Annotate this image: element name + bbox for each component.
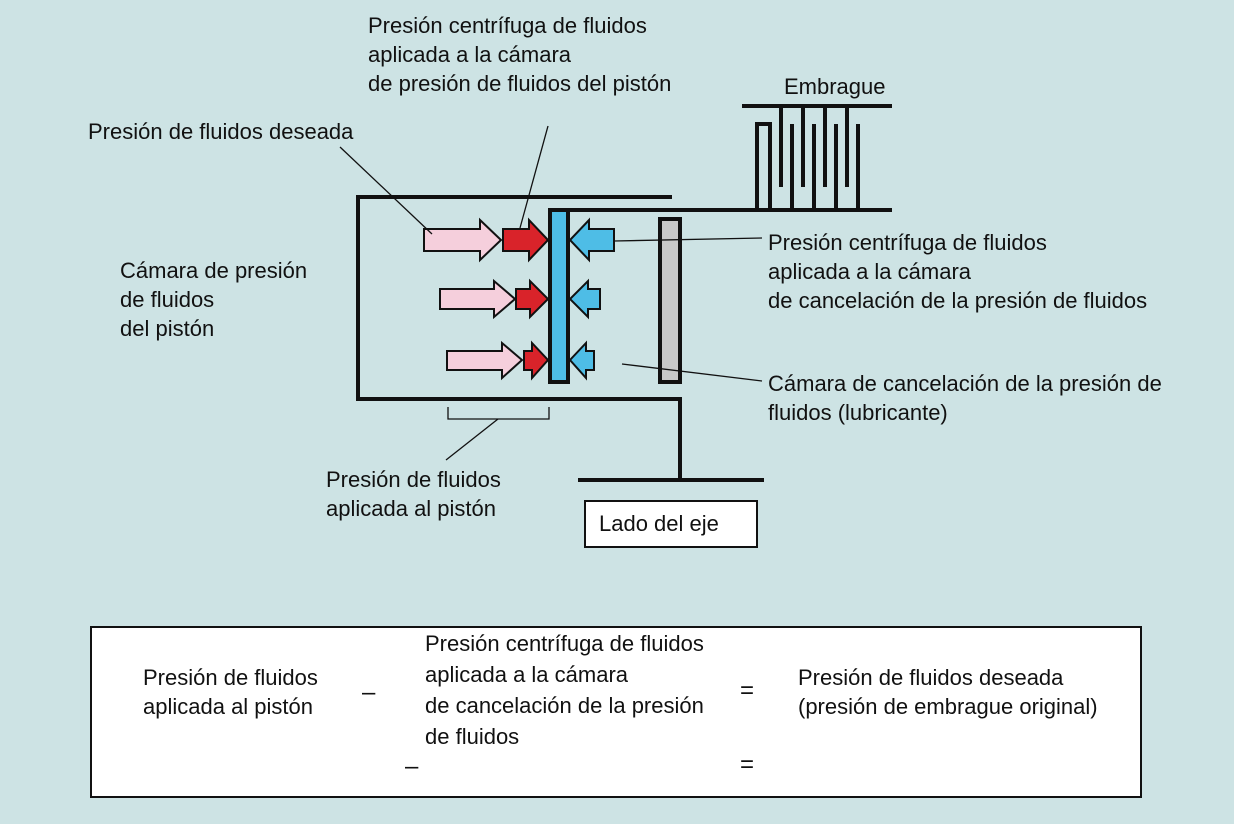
label-clutch: Embrague — [784, 74, 886, 99]
equation-term-centrifugal: Presión centrífuga de fluidos aplicada a… — [425, 631, 704, 749]
label-centrifugal-cancel: Presión centrífuga de fluidos aplicada a… — [768, 230, 1148, 313]
cancel-plate — [658, 217, 682, 384]
equation-equals: = — [740, 677, 755, 704]
blue-arrow — [568, 217, 615, 263]
clutch-plates — [755, 106, 860, 210]
blue-arrow — [568, 340, 595, 381]
shaft-side-label: Lado del eje — [599, 511, 719, 536]
label-desired-pressure: Presión de fluidos deseada — [88, 119, 354, 144]
label-applied-piston-pressure: Presión de fluidos aplicada al pistón — [326, 467, 501, 521]
red-arrow — [523, 340, 550, 381]
equation-result: Presión de fluidos deseada (presión de e… — [798, 665, 1098, 719]
equation-term-applied: Presión de fluidos aplicada al pistón — [143, 665, 318, 719]
label-centrifugal-piston-chamber: Presión centrífuga de fluidos aplicada a… — [368, 13, 672, 96]
equation-box — [90, 626, 1142, 798]
cylinder-housing — [356, 195, 682, 480]
shaft-side-box: Lado del eje — [584, 500, 758, 548]
label-cancel-chamber: Cámara de cancelación de la presión de f… — [768, 371, 1162, 425]
equation-minus-arrows: – — [405, 753, 419, 780]
equation-equals-arrows: = — [740, 751, 755, 778]
leader-lines — [339, 125, 763, 461]
equation-minus: – — [362, 679, 376, 706]
label-piston-chamber: Cámara de presión de fluidos del pistón — [120, 258, 308, 341]
piston — [548, 208, 570, 384]
blue-arrow — [568, 278, 601, 320]
pink-arrow — [439, 278, 517, 320]
pink-arrow — [423, 217, 503, 263]
pink-arrow — [446, 340, 524, 381]
red-arrow — [502, 217, 550, 263]
red-arrow — [515, 278, 550, 320]
